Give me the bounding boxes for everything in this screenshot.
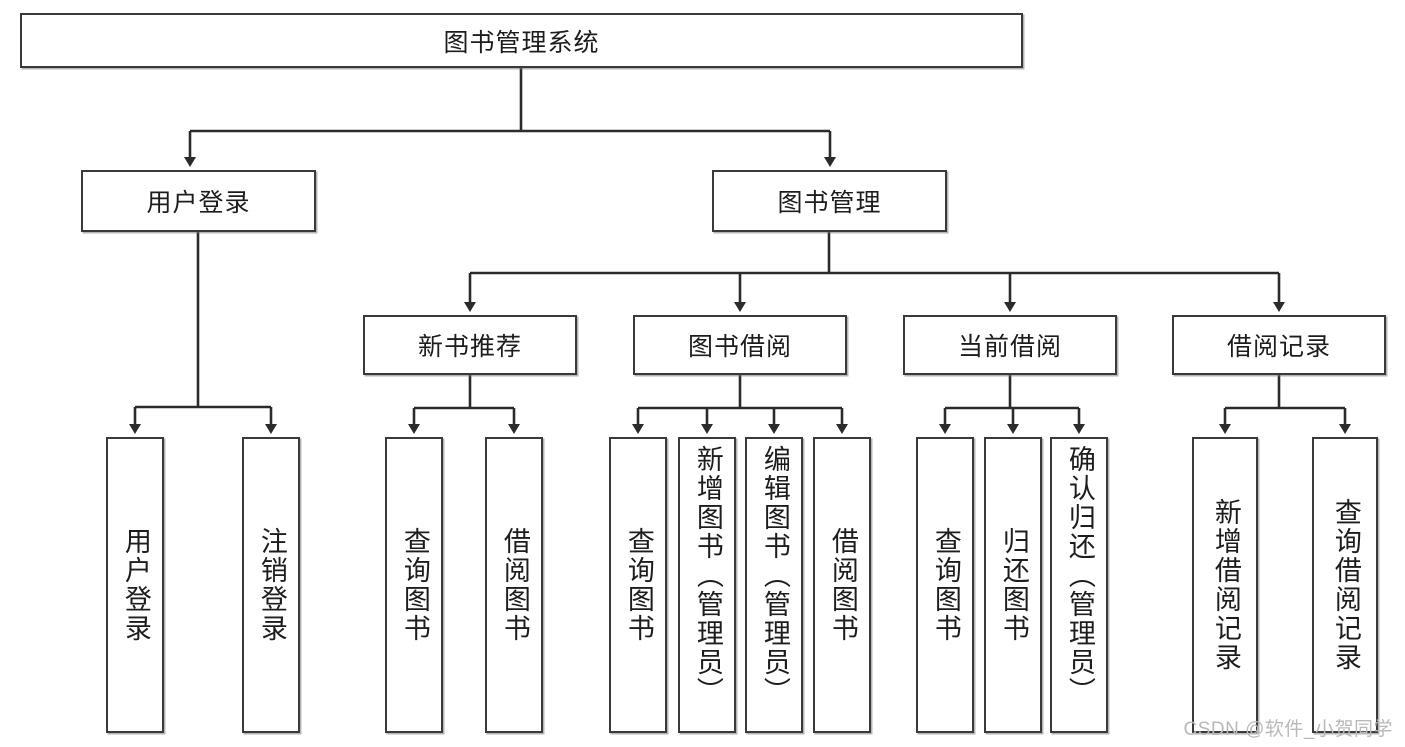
node-book-management[interactable]: 图书管理 bbox=[712, 170, 947, 232]
node-new-book-recommend[interactable]: 新书推荐 bbox=[363, 315, 577, 375]
leaf-user-login-logout[interactable]: 注销登录 bbox=[242, 437, 300, 733]
node-label: 归还图书 bbox=[998, 527, 1029, 643]
node-label: 注销登录 bbox=[256, 527, 287, 643]
node-root-system[interactable]: 图书管理系统 bbox=[20, 13, 1023, 68]
leaf-book-borrow-query[interactable]: 查询图书 bbox=[609, 437, 667, 733]
leaf-new-book-borrow[interactable]: 借阅图书 bbox=[485, 437, 543, 733]
watermark-text: CSDN @软件_小贺同学 bbox=[1183, 719, 1393, 740]
node-label: 用户登录 bbox=[146, 189, 251, 217]
node-label: 借阅图书 bbox=[499, 527, 530, 643]
leaf-borrow-record-add[interactable]: 新增借阅记录 bbox=[1192, 437, 1258, 733]
node-label: 新增图书（管理员） bbox=[692, 445, 723, 706]
node-book-borrow[interactable]: 图书借阅 bbox=[633, 315, 847, 375]
node-label: 新书推荐 bbox=[417, 333, 522, 361]
node-label: 图书管理 bbox=[777, 189, 882, 217]
leaf-borrow-record-query[interactable]: 查询借阅记录 bbox=[1312, 437, 1378, 733]
node-user-login[interactable]: 用户登录 bbox=[81, 170, 316, 232]
leaf-book-borrow-edit[interactable]: 编辑图书（管理员） bbox=[745, 437, 803, 733]
node-label: 编辑图书（管理员） bbox=[759, 445, 790, 706]
leaf-book-borrow-borrow[interactable]: 借阅图书 bbox=[813, 437, 871, 733]
node-label: 用户登录 bbox=[120, 527, 151, 643]
node-label: 图书管理系统 bbox=[443, 28, 600, 57]
leaf-current-borrow-confirm-return[interactable]: 确认归还（管理员） bbox=[1050, 437, 1108, 733]
node-borrow-record[interactable]: 借阅记录 bbox=[1172, 315, 1386, 375]
node-label: 查询图书 bbox=[930, 527, 961, 643]
node-label: 查询图书 bbox=[623, 527, 654, 643]
node-label: 新增借阅记录 bbox=[1210, 498, 1241, 672]
node-label: 查询借阅记录 bbox=[1330, 498, 1361, 672]
leaf-user-login-login[interactable]: 用户登录 bbox=[106, 437, 164, 733]
leaf-current-borrow-query[interactable]: 查询图书 bbox=[916, 437, 974, 733]
node-label: 确认归还（管理员） bbox=[1064, 445, 1095, 706]
leaf-current-borrow-return[interactable]: 归还图书 bbox=[984, 437, 1042, 733]
node-current-borrow[interactable]: 当前借阅 bbox=[903, 315, 1117, 375]
node-label: 图书借阅 bbox=[687, 333, 792, 361]
node-label: 查询图书 bbox=[399, 527, 430, 643]
leaf-book-borrow-add[interactable]: 新增图书（管理员） bbox=[678, 437, 736, 733]
node-label: 当前借阅 bbox=[957, 333, 1062, 361]
node-label: 借阅记录 bbox=[1226, 333, 1331, 361]
leaf-new-book-query[interactable]: 查询图书 bbox=[385, 437, 443, 733]
node-label: 借阅图书 bbox=[827, 527, 858, 643]
